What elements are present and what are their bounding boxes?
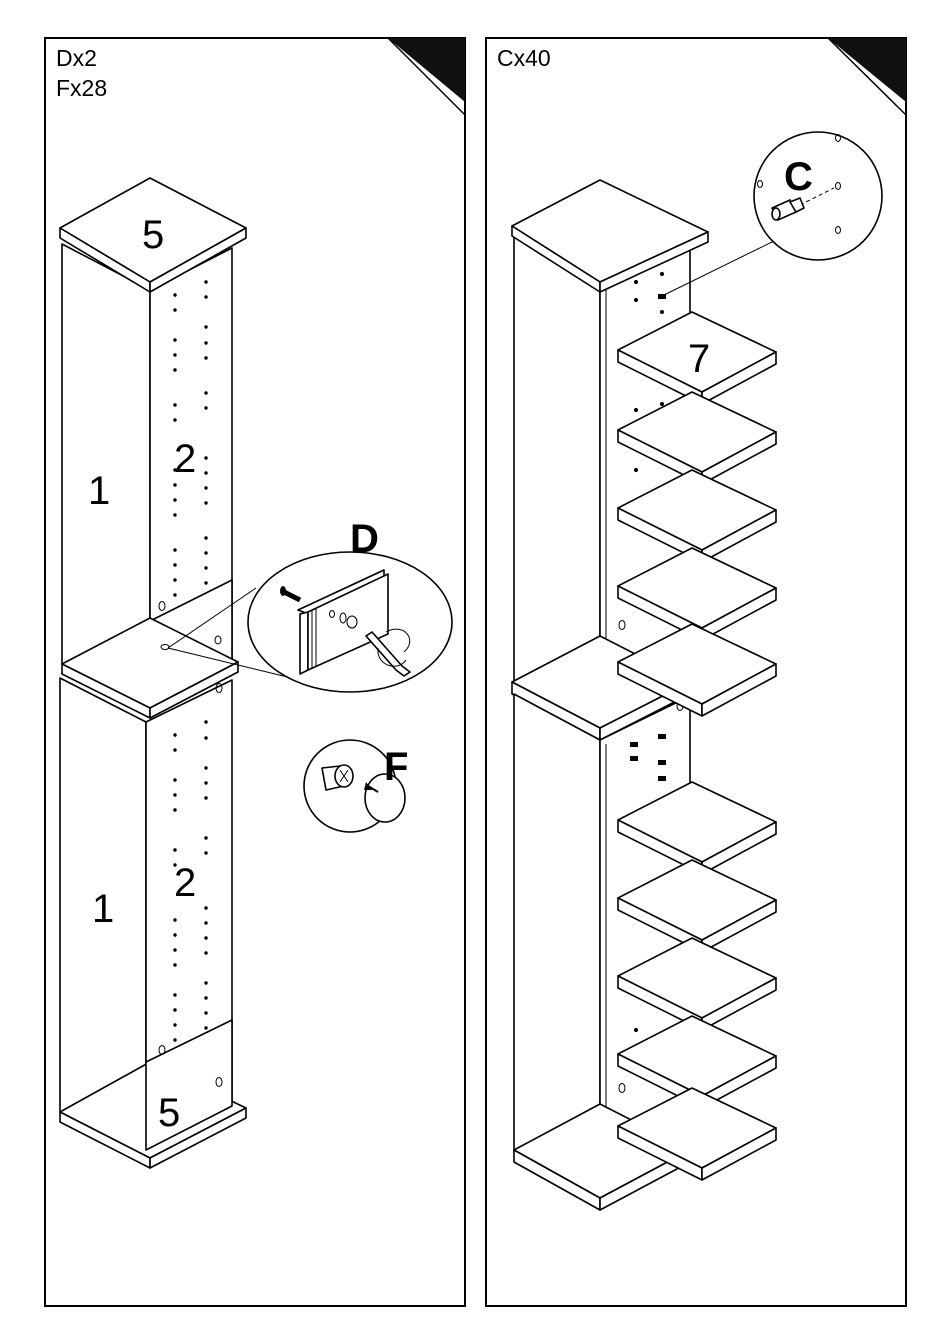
part-label-lower-side: 1: [92, 887, 114, 931]
callout-label-d: D: [350, 517, 379, 561]
left-corner-tab: [388, 38, 465, 102]
right-panel: Cx40: [486, 38, 906, 1306]
part-label-top-panel: 5: [142, 213, 164, 257]
left-panel: Dx2 Fx28: [45, 38, 465, 1306]
lower-cabinet: [60, 678, 246, 1168]
pin-detail-bubble: [754, 132, 882, 260]
callout-label-c: C: [784, 155, 813, 199]
cam-detail-callout: F: [304, 740, 408, 832]
part-label-upper-back: 2: [174, 437, 196, 481]
left-header-line-2: Fx28: [56, 75, 107, 101]
part-label-lower-back: 2: [174, 861, 196, 905]
part-label-bottom-panel: 5: [158, 1091, 180, 1135]
left-header-line-1: Dx2: [56, 45, 97, 71]
part-label-upper-side: 1: [88, 469, 110, 513]
upper-cabinet: [60, 178, 246, 718]
right-header-line-1: Cx40: [497, 45, 551, 71]
right-corner-tab: [828, 38, 906, 102]
callout-label-f: F: [384, 745, 408, 789]
pin-detail-callout: C: [662, 132, 882, 296]
part-label-shelf: 7: [688, 337, 710, 381]
